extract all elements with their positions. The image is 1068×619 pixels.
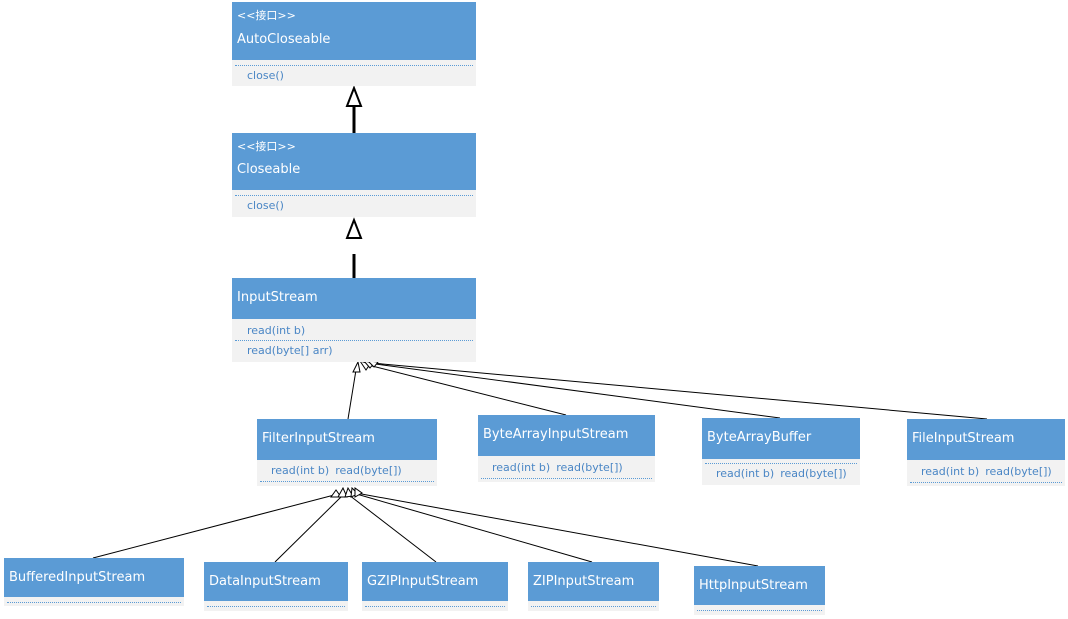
method-read-int: read(int b) xyxy=(921,465,980,478)
dotted-separator xyxy=(235,195,473,196)
arrowhead-filterinputstream-5 xyxy=(354,487,363,498)
edge-fileinputstream-inputstream xyxy=(371,362,988,420)
stereotype-label: <<接口>> xyxy=(237,9,296,22)
method-read-int: read(int b) xyxy=(271,464,330,477)
dotted-separator xyxy=(260,481,434,482)
class-autocloseable[interactable]: <<接口>> AutoCloseable close() xyxy=(232,2,476,86)
class-name: HttpInputStream xyxy=(699,578,808,593)
class-header: FileInputStream xyxy=(907,419,1065,460)
dotted-separator xyxy=(207,606,345,607)
method-list: read(int b) read(byte[]) xyxy=(271,464,402,477)
class-header: <<接口>> AutoCloseable xyxy=(232,2,476,60)
class-inputstream[interactable]: InputStream read(int b) read(byte[] arr) xyxy=(232,278,476,362)
method-read-bytes: read(byte[]) xyxy=(985,465,1052,478)
method-close: close() xyxy=(247,69,284,82)
class-header: FilterInputStream xyxy=(257,419,437,460)
method-read-bytes: read(byte[]) xyxy=(556,461,623,474)
arrowhead-inputstream-1 xyxy=(352,360,361,373)
method-compartment: read(int b) read(byte[]) xyxy=(907,460,1065,486)
class-filterinputstream[interactable]: FilterInputStream read(int b) read(byte[]… xyxy=(257,419,437,486)
dotted-separator xyxy=(910,482,1062,483)
class-header: DataInputStream xyxy=(204,562,348,601)
method-compartment: read(int b) read(byte[]) xyxy=(702,459,860,485)
class-name: FilterInputStream xyxy=(262,431,375,446)
method-compartment xyxy=(362,601,508,611)
edge-httpinputstream-filterinputstream xyxy=(355,492,759,567)
edge-bytearrayinputstream-inputstream xyxy=(363,363,567,416)
method-list: read(int b) read(byte[]) xyxy=(716,467,847,480)
method-close: close() xyxy=(247,199,284,212)
class-closeable[interactable]: <<接口>> Closeable close() xyxy=(232,133,476,217)
method-read-bytes: read(byte[]) xyxy=(335,464,402,477)
class-zipinputstream[interactable]: ZIPInputStream xyxy=(528,562,659,611)
method-compartment: read(int b) read(byte[]) xyxy=(257,460,437,486)
edge-bufferedinputstream-filterinputstream xyxy=(92,493,339,559)
class-name: BufferedInputStream xyxy=(9,570,146,585)
method-compartment xyxy=(528,601,659,611)
class-name: FileInputStream xyxy=(912,431,1015,446)
class-bytearrayinputstream[interactable]: ByteArrayInputStream read(int b) read(byt… xyxy=(478,415,655,482)
class-name: DataInputStream xyxy=(209,574,321,589)
class-bytearraybuffer[interactable]: ByteArrayBuffer read(int b) read(byte[]) xyxy=(702,418,860,485)
dotted-separator xyxy=(481,478,652,479)
method-read-int: read(int b) xyxy=(492,461,551,474)
class-header: ZIPInputStream xyxy=(528,562,659,601)
edge-datainputstream-filterinputstream xyxy=(274,495,343,563)
edge-gzipinputstream-filterinputstream xyxy=(348,494,437,563)
class-name: Closeable xyxy=(237,162,301,177)
method-compartment: close() xyxy=(232,190,476,217)
edge-filterinputstream-inputstream xyxy=(347,369,357,420)
class-header: ByteArrayInputStream xyxy=(478,415,655,456)
class-name: GZIPInputStream xyxy=(367,574,479,589)
dotted-separator xyxy=(705,463,857,464)
method-compartment xyxy=(4,597,184,606)
stereotype-label: <<接口>> xyxy=(237,140,296,153)
class-header: InputStream xyxy=(232,278,476,319)
edge-zipinputstream-filterinputstream xyxy=(352,492,593,563)
method-compartment: read(int b) read(byte[] arr) xyxy=(232,319,476,362)
method-read-int: read(int b) xyxy=(247,324,306,337)
dotted-separator xyxy=(531,606,656,607)
class-header: HttpInputStream xyxy=(694,566,825,605)
class-name: InputStream xyxy=(237,290,318,305)
method-read-bytes: read(byte[]) xyxy=(780,467,847,480)
method-read-int: read(int b) xyxy=(716,467,775,480)
class-gzipinputstream[interactable]: GZIPInputStream xyxy=(362,562,508,611)
dotted-separator xyxy=(235,340,473,341)
method-compartment xyxy=(204,601,348,611)
class-name: ByteArrayInputStream xyxy=(483,427,629,442)
edge-bytearraybuffer-inputstream xyxy=(367,362,781,419)
arrowhead-closeable xyxy=(345,217,363,239)
class-name: AutoCloseable xyxy=(237,32,331,47)
dotted-separator xyxy=(7,602,181,603)
class-bufferedinputstream[interactable]: BufferedInputStream xyxy=(4,558,184,606)
class-name: ZIPInputStream xyxy=(533,574,635,589)
method-read-bytes: read(byte[] arr) xyxy=(247,344,333,357)
dotted-separator xyxy=(235,65,473,66)
method-compartment: read(int b) read(byte[]) xyxy=(478,456,655,482)
class-datainputstream[interactable]: DataInputStream xyxy=(204,562,348,611)
dotted-separator xyxy=(365,606,505,607)
arrowhead-filterinputstream-2 xyxy=(337,486,348,498)
arrowhead-autocloseable xyxy=(345,85,363,107)
class-header: GZIPInputStream xyxy=(362,562,508,601)
method-list: read(int b) read(byte[]) xyxy=(492,461,623,474)
class-header: BufferedInputStream xyxy=(4,558,184,597)
class-header: ByteArrayBuffer xyxy=(702,418,860,459)
class-fileinputstream[interactable]: FileInputStream read(int b) read(byte[]) xyxy=(907,419,1065,486)
class-name: ByteArrayBuffer xyxy=(707,430,812,445)
method-compartment xyxy=(694,605,825,615)
method-compartment: close() xyxy=(232,60,476,86)
class-header: <<接口>> Closeable xyxy=(232,133,476,190)
method-list: read(int b) read(byte[]) xyxy=(921,465,1052,478)
class-httpinputstream[interactable]: HttpInputStream xyxy=(694,566,825,615)
dotted-separator xyxy=(697,610,822,611)
